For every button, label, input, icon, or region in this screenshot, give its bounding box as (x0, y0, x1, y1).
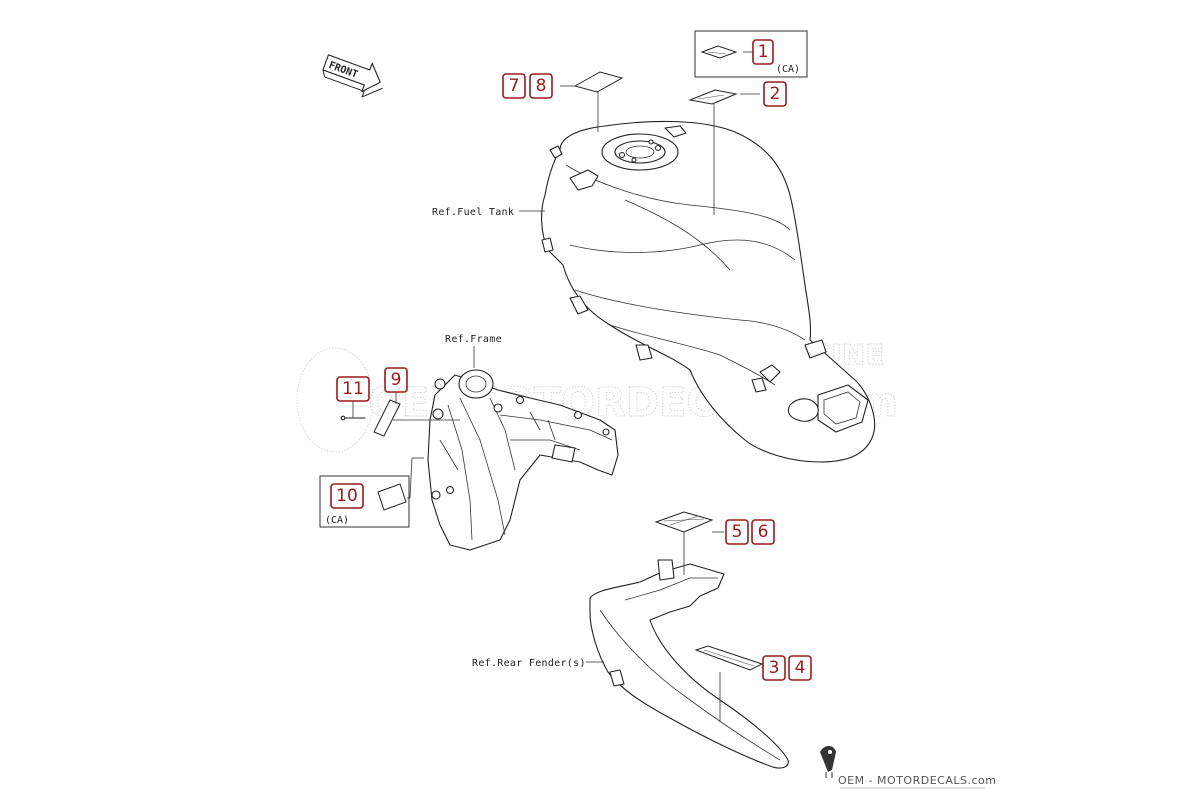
bird-icon (820, 746, 836, 772)
callout-5-label: 5 (732, 522, 743, 542)
callout-8[interactable]: 8 (529, 73, 553, 99)
callout-6-label: 6 (758, 522, 769, 542)
callout-8-label: 8 (536, 76, 547, 96)
front-arrow: FRONT (322, 54, 383, 98)
callout-9-label: 9 (391, 370, 402, 390)
callout-10[interactable]: 10 (330, 483, 364, 509)
callout-2[interactable]: 2 (763, 81, 787, 107)
ca-note-10: (CA) (325, 515, 349, 526)
sticker-2 (688, 89, 738, 105)
callout-1[interactable]: 1 (752, 39, 774, 65)
callout-2-label: 2 (770, 84, 781, 104)
callout-4[interactable]: 4 (788, 655, 812, 681)
ca-note-1: (CA) (776, 64, 800, 75)
rear-fender (589, 559, 789, 769)
ca-box-1 (694, 30, 808, 78)
callout-3[interactable]: 3 (762, 655, 786, 681)
sticker-5-6 (654, 511, 714, 533)
ref-fuel-tank: Ref.Fuel Tank (432, 207, 514, 218)
sticker-10 (377, 483, 407, 511)
callout-10-label: 10 (336, 486, 358, 506)
sticker-1 (700, 45, 738, 59)
sticker-9 (373, 399, 401, 437)
ref-frame: Ref.Frame (445, 334, 502, 345)
fuel-tank (541, 120, 876, 463)
callout-11-label: 11 (342, 379, 364, 399)
callout-1-label: 1 (758, 42, 769, 62)
sticker-7-8 (573, 71, 624, 93)
frame (427, 369, 619, 551)
callout-5[interactable]: 5 (725, 519, 749, 545)
callout-4-label: 4 (795, 658, 806, 678)
brand-logo: OEM - MOTORDECALS.com (820, 746, 996, 789)
callout-7-label: 7 (509, 76, 520, 96)
callout-11[interactable]: 11 (336, 376, 370, 402)
ca-box-10 (319, 475, 410, 528)
leader-lines (352, 51, 763, 722)
callout-6[interactable]: 6 (751, 519, 775, 545)
callout-7[interactable]: 7 (502, 73, 526, 99)
logo-text: OEM - MOTORDECALS.com (838, 774, 996, 787)
sticker-3-4 (694, 645, 764, 671)
callout-3-label: 3 (769, 658, 780, 678)
ref-rear-fender: Ref.Rear Fender(s) (472, 658, 586, 669)
pin-11 (340, 415, 366, 421)
callout-9[interactable]: 9 (384, 367, 408, 393)
